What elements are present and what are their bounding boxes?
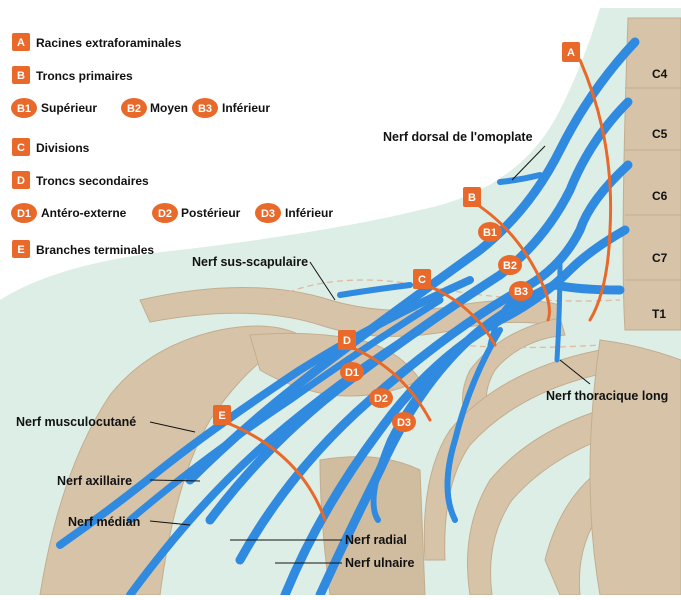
marker-c: C <box>418 274 426 286</box>
label-suprascapular: Nerf sus-scapulaire <box>192 255 308 269</box>
legend-item-a: A Racines extraforaminales <box>12 33 182 51</box>
legend-letter-a: A <box>17 37 25 49</box>
marker-d2: D2 <box>374 393 388 405</box>
legend-letter-b1: B1 <box>17 103 31 115</box>
legend-letter-b3: B3 <box>198 103 212 115</box>
marker-b1: B1 <box>483 227 497 239</box>
spine <box>623 18 681 330</box>
marker-d3: D3 <box>397 417 411 429</box>
legend-text-b: Troncs primaires <box>36 69 133 83</box>
legend-text-d2: Postérieur <box>181 206 241 220</box>
label-median: Nerf médian <box>68 515 140 529</box>
legend-letter-d2: D2 <box>158 208 172 220</box>
label-musculocutaneous: Nerf musculocutané <box>16 415 136 429</box>
legend-text-a: Racines extraforaminales <box>36 36 182 50</box>
legend-letter-b2: B2 <box>127 103 141 115</box>
legend-letter-d3: D3 <box>261 208 275 220</box>
label-long-thoracic: Nerf thoracique long <box>546 389 668 403</box>
spine-lower <box>590 340 681 595</box>
legend-letter-e: E <box>17 244 24 256</box>
vertebra-c6: C6 <box>652 189 668 203</box>
legend-letter-c: C <box>17 142 25 154</box>
vertebra-t1: T1 <box>652 307 666 321</box>
legend-item-c: C Divisions <box>12 138 90 156</box>
vertebra-c7: C7 <box>652 251 668 265</box>
legend-text-b2: Moyen <box>150 101 188 115</box>
label-ulnar: Nerf ulnaire <box>345 556 415 570</box>
vertebra-c5: C5 <box>652 127 668 141</box>
legend-text-d1: Antéro-externe <box>41 206 127 220</box>
marker-b2: B2 <box>503 260 517 272</box>
label-axillary: Nerf axillaire <box>57 474 132 488</box>
marker-a: A <box>567 47 575 59</box>
marker-e: E <box>218 410 225 422</box>
marker-d: D <box>343 335 351 347</box>
legend-text-b3: Inférieur <box>222 101 270 115</box>
marker-b: B <box>468 192 476 204</box>
legend-text-e: Branches terminales <box>36 243 154 257</box>
legend-text-b1: Supérieur <box>41 101 97 115</box>
legend-letter-d: D <box>17 175 25 187</box>
marker-d1: D1 <box>345 367 359 379</box>
marker-b3: B3 <box>514 286 528 298</box>
label-dorsal-scapular: Nerf dorsal de l'omoplate <box>383 130 533 144</box>
legend-text-d: Troncs secondaires <box>36 174 149 188</box>
legend-letter-d1: D1 <box>17 208 31 220</box>
vertebra-c4: C4 <box>652 67 668 81</box>
legend-text-c: Divisions <box>36 141 90 155</box>
legend-letter-b: B <box>17 70 25 82</box>
legend-text-d3: Inférieur <box>285 206 333 220</box>
label-radial: Nerf radial <box>345 533 407 547</box>
